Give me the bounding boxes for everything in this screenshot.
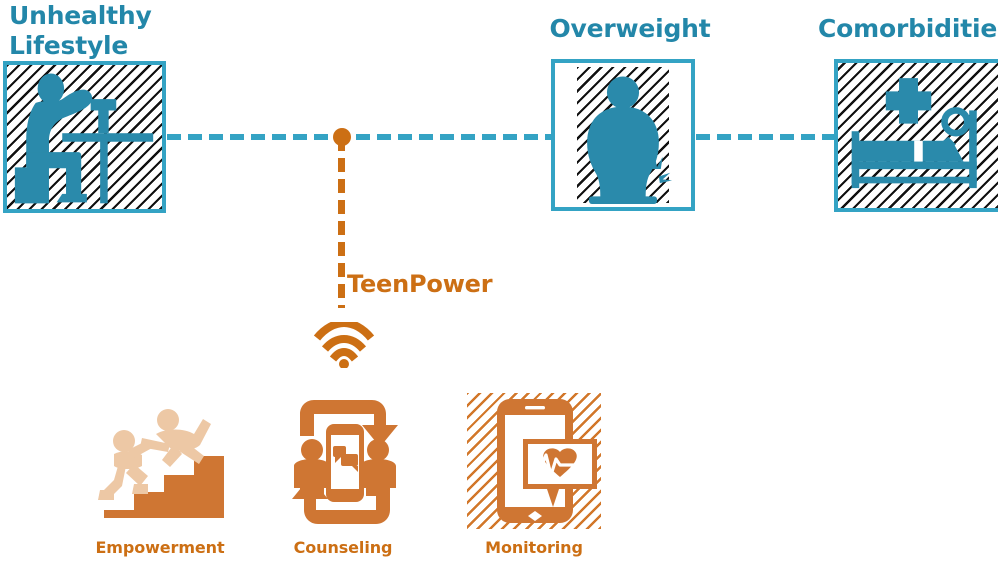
patient-in-hospital-bed-icon <box>838 63 998 208</box>
component-label-monitoring: Monitoring <box>485 538 583 557</box>
wifi-icon <box>313 322 375 368</box>
component-card-counseling <box>286 392 404 532</box>
component-label-counseling: Counseling <box>293 538 393 557</box>
intervention-connector <box>338 137 345 308</box>
stage-label-unhealthy-lifestyle: Unhealthy Lifestyle <box>9 1 152 60</box>
pathway-connector-unhealthy-to-overweight <box>167 134 553 140</box>
stage-box-unhealthy-lifestyle <box>3 61 166 213</box>
stage-label-overweight: Overweight <box>549 14 711 43</box>
component-card-monitoring <box>467 393 601 529</box>
stage-label-comorbidities: Comorbidities <box>818 14 998 43</box>
component-card-empowerment <box>82 394 240 530</box>
component-label-empowerment: Empowerment <box>95 538 225 557</box>
two-people-smartphone-cycle-icon <box>286 392 404 532</box>
person-slouching-at-desk-icon <box>7 65 162 209</box>
pathway-connector-overweight-to-comorbidities <box>696 134 836 140</box>
stage-box-comorbidities <box>834 59 998 212</box>
helping-hand-up-stairs-icon <box>82 394 240 530</box>
intervention-label-teenpower: TeenPower <box>347 270 493 298</box>
stage-box-overweight <box>551 59 695 211</box>
overweight-person-icon <box>555 63 691 207</box>
smartphone-heart-rate-bubble-icon <box>467 393 601 529</box>
